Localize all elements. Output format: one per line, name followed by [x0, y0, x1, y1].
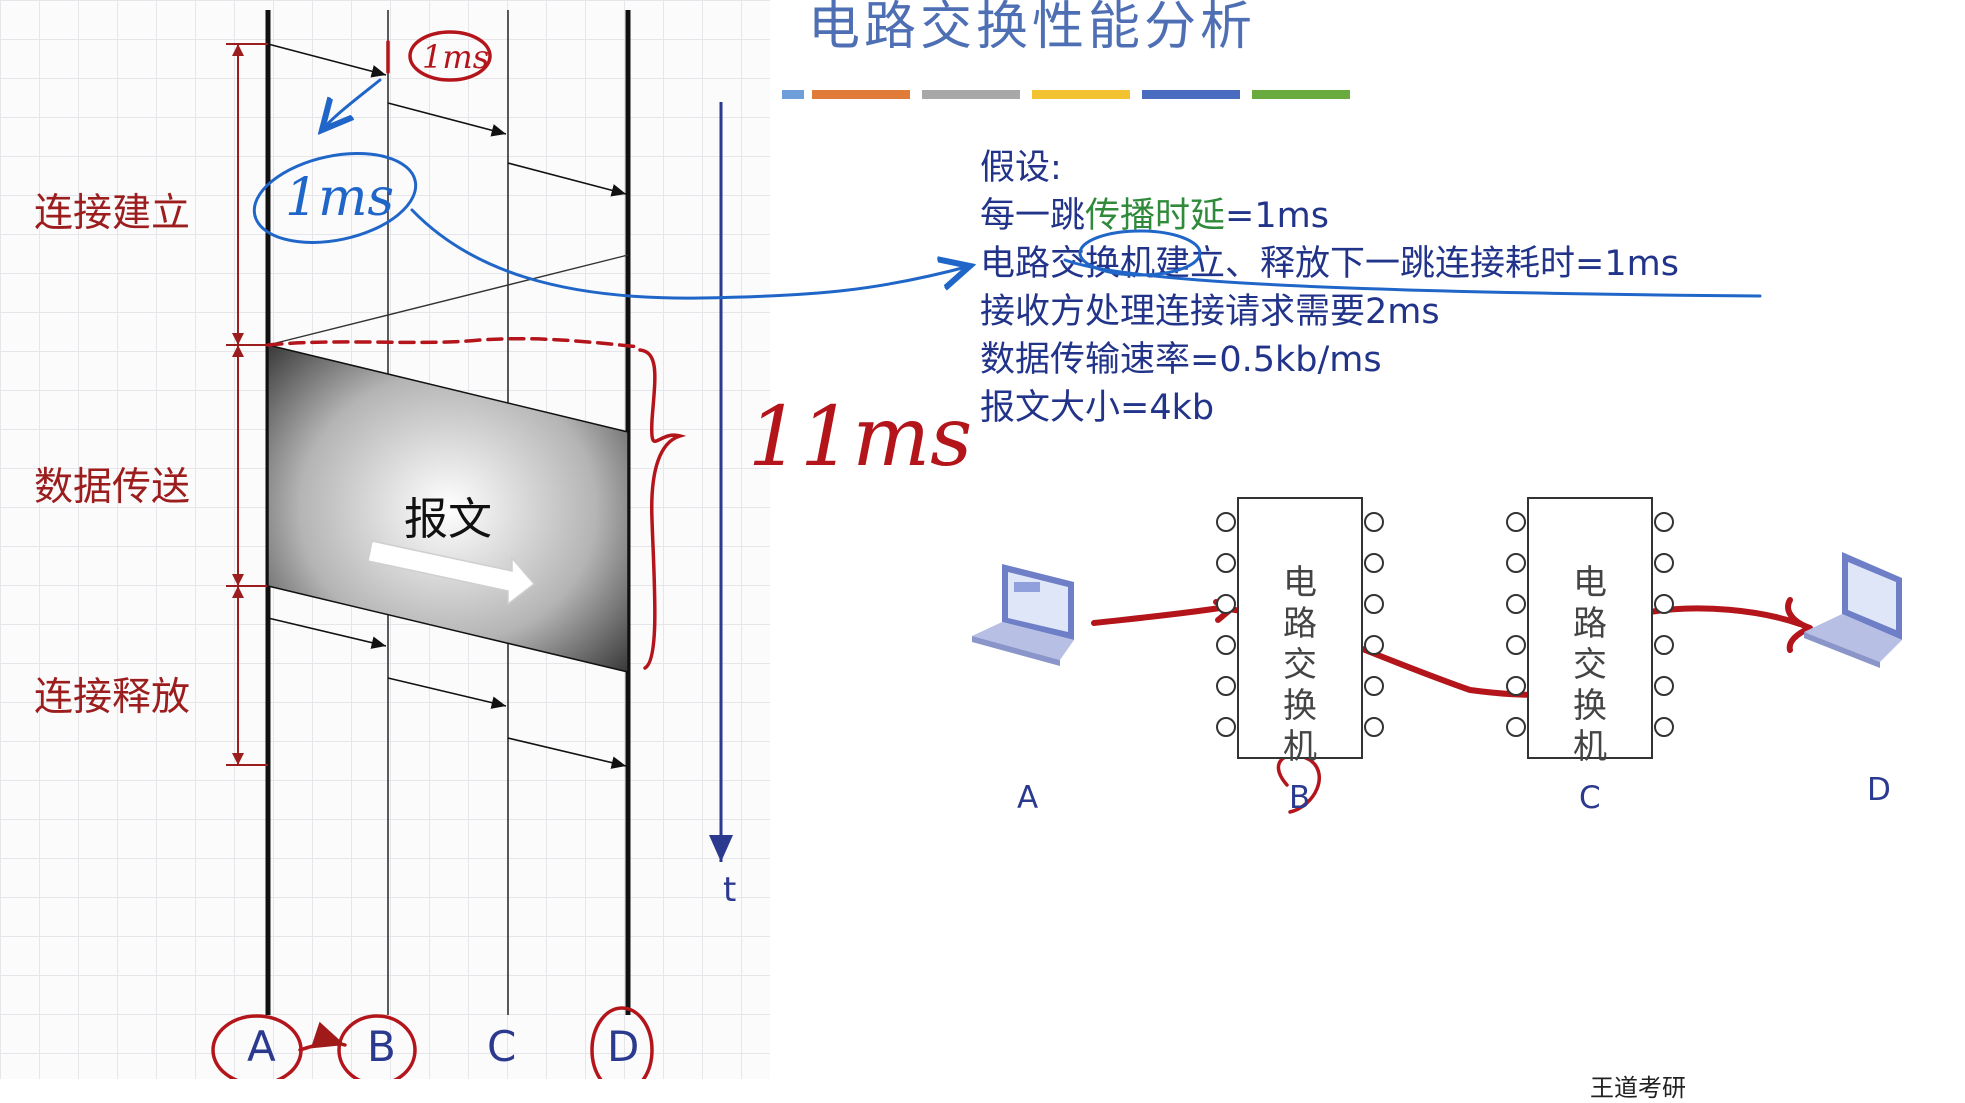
switch-b-label-line3: 机: [1283, 727, 1317, 767]
red-route: [1091, 597, 1813, 698]
switch-b-label-line2: 交换: [1283, 645, 1317, 726]
assumption-line-3: 接收方处理连接请求需要2ms: [980, 292, 1440, 332]
net-label-d: D: [1867, 772, 1891, 808]
release-arrows: [267, 617, 627, 769]
assumption-1-prefix: 每一跳: [980, 196, 1086, 236]
phase-bracket-arrows: [232, 44, 244, 765]
switch-c-label-line1: 电路: [1573, 563, 1607, 644]
node-label-b: B: [367, 1022, 396, 1071]
switch-b-label-line1: 电路: [1283, 563, 1317, 644]
message-block: [267, 344, 629, 673]
laptop-d-icon: [1804, 552, 1902, 668]
diagram-canvas: 1ms 1ms 11ms: [211, 10, 1902, 1079]
node-label-a: A: [247, 1022, 276, 1071]
page-title: 电路交换性能分析: [808, 0, 1257, 57]
switch-c: [1506, 497, 1674, 759]
switch-c-label-line2: 交换: [1573, 645, 1607, 726]
blue-annotations: [252, 78, 1762, 300]
color-bar-6: [1252, 90, 1350, 99]
switch-c-label: 电路 交换 机: [1560, 563, 1620, 768]
footer-watermark: 王道考研: [1590, 1074, 1686, 1102]
assumption-line-1: 每一跳传播时延=1ms: [980, 192, 1679, 240]
color-bar-5: [1142, 90, 1240, 99]
color-bar-3: [922, 90, 1020, 99]
assumption-1-suffix: =1ms: [1225, 196, 1329, 236]
assumption-line-4: 数据传输速率=0.5kb/ms: [980, 340, 1382, 380]
net-label-a: A: [1017, 780, 1039, 816]
message-label: 报文: [404, 494, 492, 545]
phase-label-setup: 连接建立: [34, 191, 191, 236]
switch-b-label: 电路 交换 机: [1270, 563, 1330, 768]
annotation-top-note: 1ms: [422, 38, 489, 76]
phase-brackets: [226, 43, 268, 766]
annotation-right-note: 11ms: [748, 390, 972, 485]
color-bar-4: [1032, 90, 1130, 99]
phase-label-release: 连接释放: [34, 675, 191, 720]
annotation-left-note: 1ms: [285, 168, 394, 228]
switch-b: [1216, 497, 1384, 759]
net-label-c: C: [1579, 780, 1601, 816]
time-axis-label: t: [723, 870, 737, 910]
color-bar-2: [812, 90, 910, 99]
message-direction-arrow: [367, 540, 536, 606]
laptop-a-icon: [972, 564, 1074, 666]
net-label-b: B: [1289, 780, 1311, 816]
setup-ack-lines: [267, 254, 629, 346]
assumption-line-2: 电路交换机建立、释放下一跳连接耗时=1ms: [980, 244, 1679, 284]
switch-c-label-line3: 机: [1573, 727, 1607, 767]
phase-label-transfer: 数据传送: [34, 465, 191, 510]
color-bar-1: [782, 90, 804, 99]
red-annotations: [211, 30, 1321, 1079]
assumption-heading: 假设:: [980, 148, 1062, 188]
assumption-1-highlight: 传播时延: [1085, 196, 1226, 236]
node-label-d: D: [607, 1022, 640, 1071]
assumption-line-5: 报文大小=4kb: [980, 388, 1215, 428]
assumptions-block: 假设: 每一跳传播时延=1ms 电路交换机建立、释放下一跳连接耗时=1ms 接收…: [980, 144, 1679, 432]
setup-request-arrows: [267, 43, 627, 197]
node-label-c: C: [487, 1022, 517, 1071]
